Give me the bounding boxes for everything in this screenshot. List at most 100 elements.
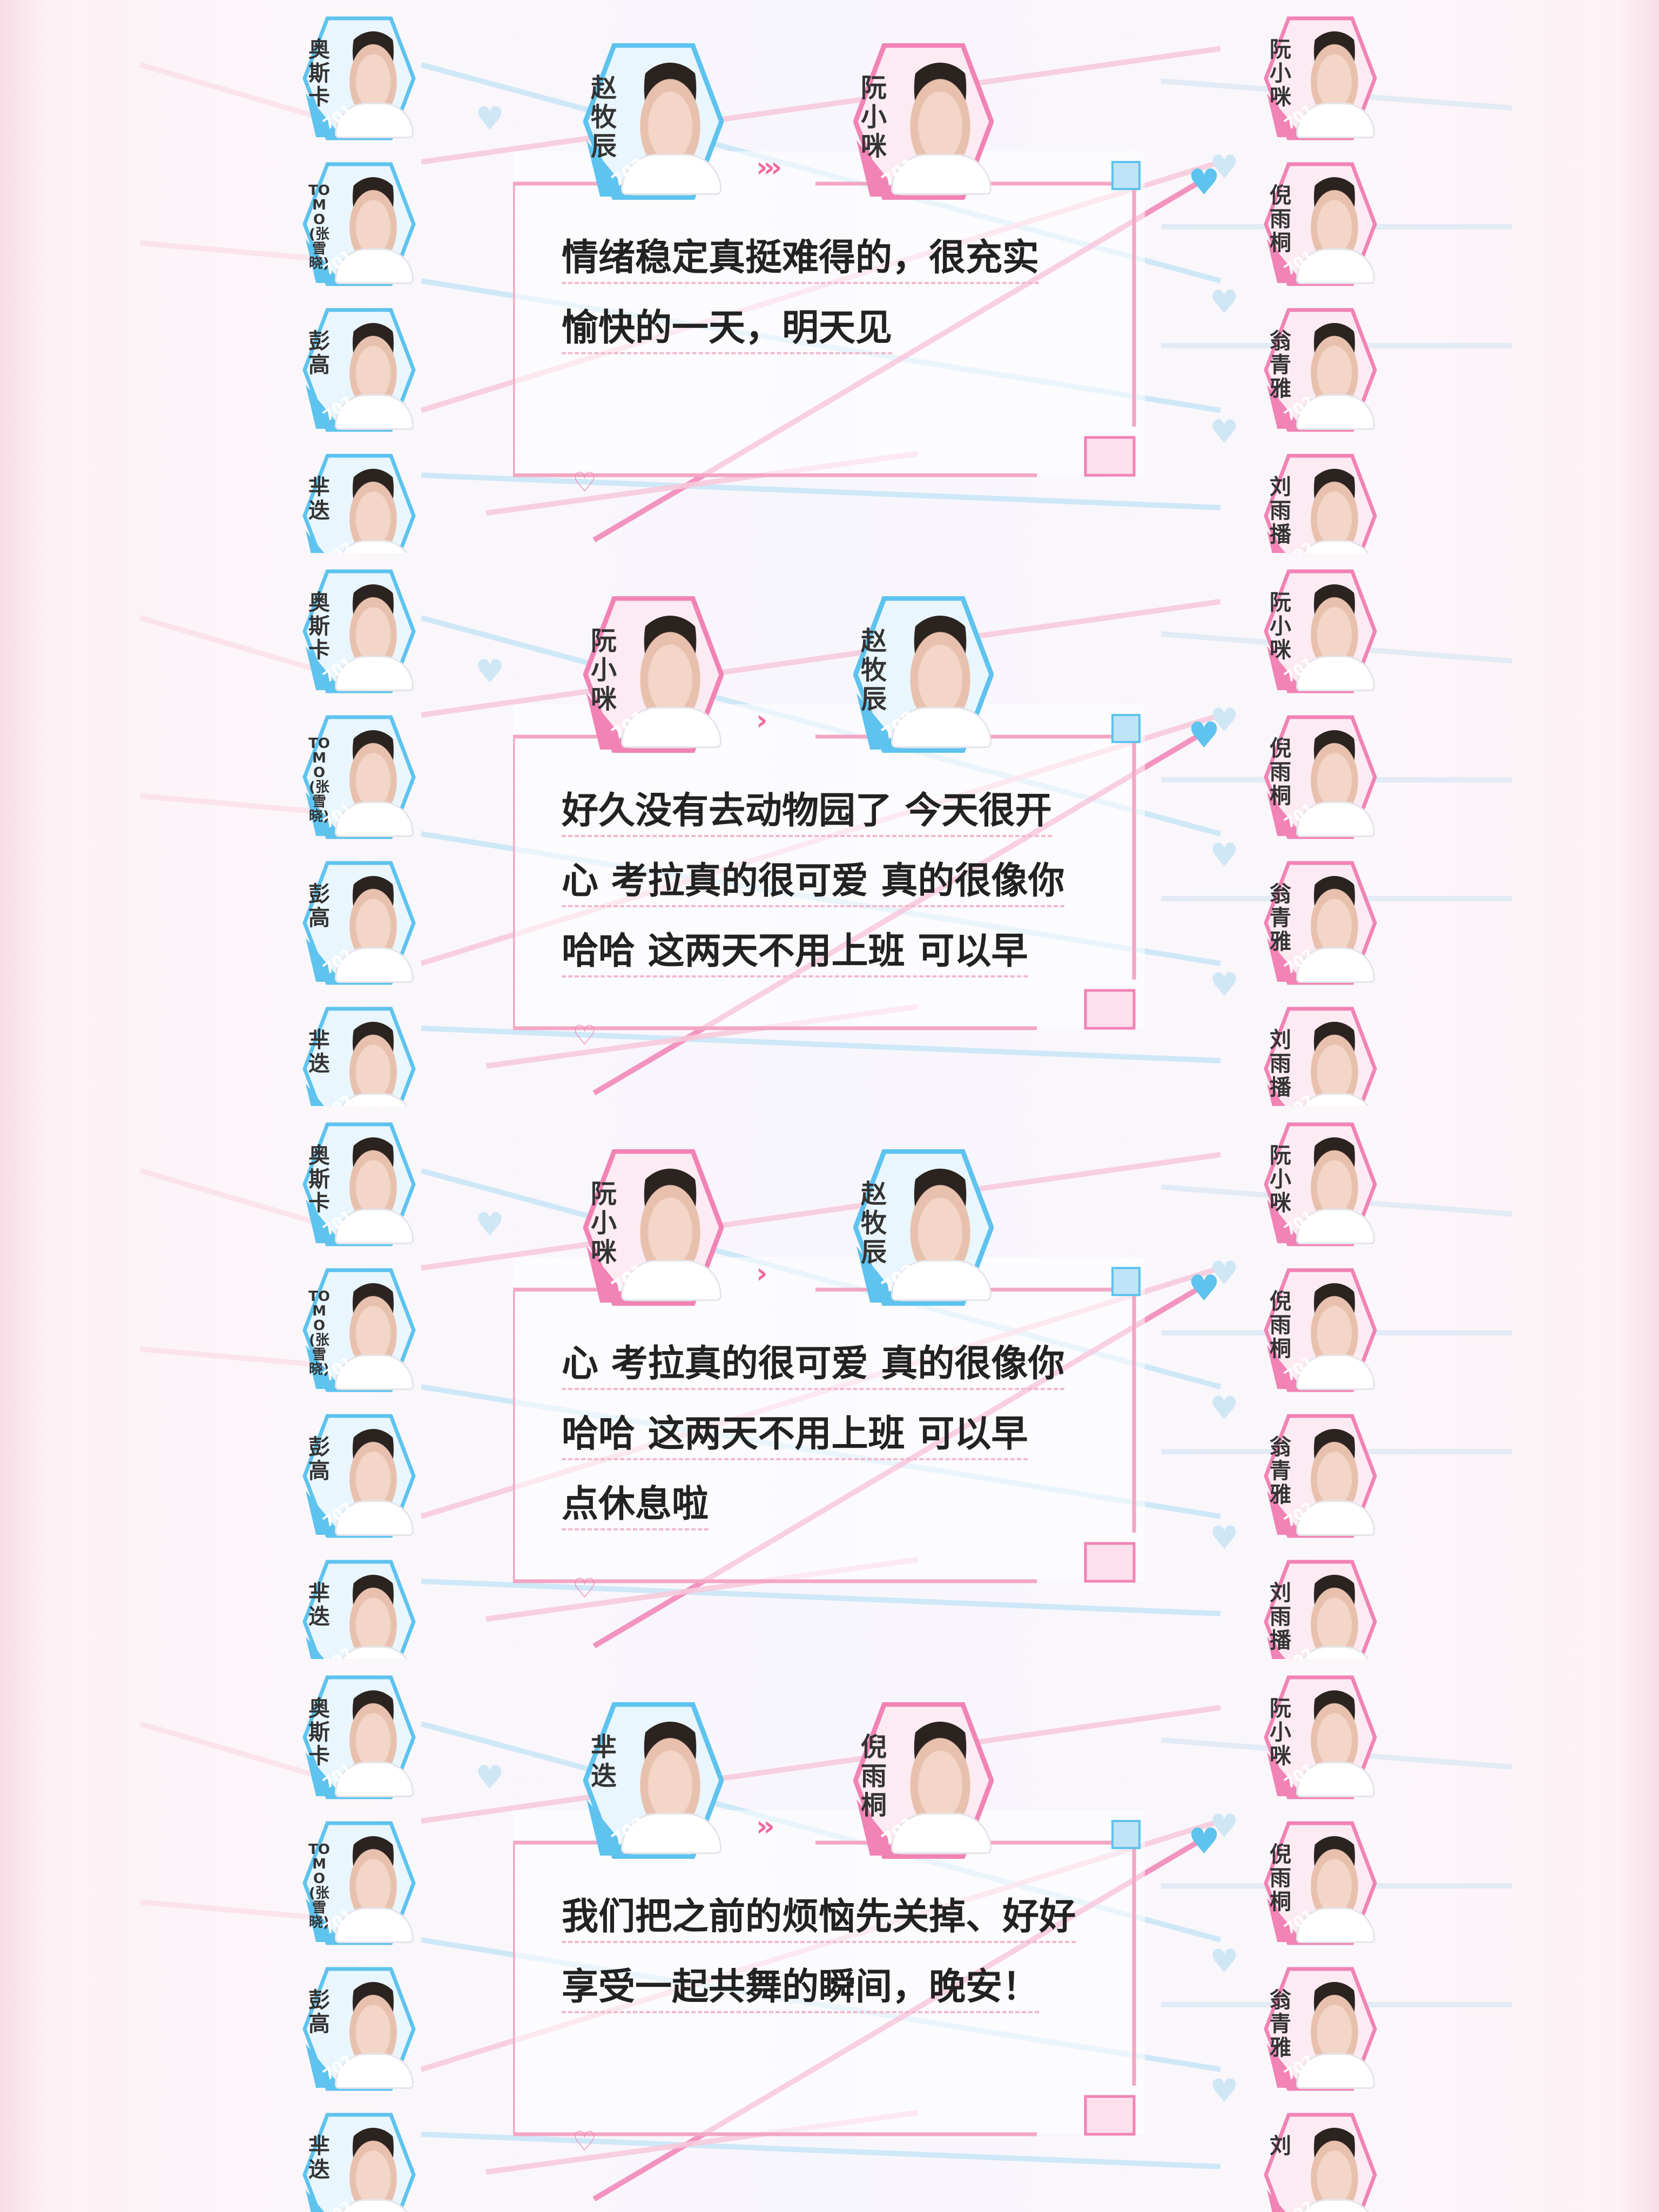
portrait-photo: [1303, 1022, 1366, 1103]
svg-text:♥: ♥: [1210, 966, 1239, 1004]
portrait-shirt: [1296, 947, 1375, 983]
female-contestant-avatar[interactable]: 刘雨播702: [1264, 1560, 1377, 1659]
portrait-photo: [630, 1722, 711, 1824]
portrait-shirt: [335, 947, 414, 983]
contestant-name: 翁青雅: [1270, 1988, 1291, 2060]
portrait-photo: [341, 1429, 405, 1510]
male-contestant-avatar[interactable]: TOMO(张雪晓)701: [302, 1268, 416, 1392]
portrait-shirt: [621, 707, 721, 748]
portrait-shirt: [1296, 801, 1375, 837]
svg-text:♥: ♥: [1210, 1943, 1239, 1980]
female-contestant-avatar[interactable]: 刘雨播702: [1264, 1007, 1377, 1106]
contestant-name: 赵牧辰: [860, 1179, 887, 1267]
portrait-shirt: [1296, 2053, 1375, 2089]
portrait-shirt: [621, 154, 721, 195]
svg-text:♥: ♥: [475, 1759, 504, 1797]
portrait-photo: [341, 1982, 405, 2063]
svg-text:♥: ♥: [1210, 2072, 1239, 2110]
portrait-photo: [341, 730, 405, 811]
contestant-name: TOMO(张雪晓): [308, 1842, 330, 1931]
portrait-shirt: [1296, 103, 1375, 138]
portrait-photo: [1303, 584, 1366, 665]
portrait-photo: [341, 1690, 405, 1771]
female-contestant-avatar[interactable]: 刘702: [1264, 2113, 1377, 2212]
svg-text:♡: ♡: [572, 2126, 597, 2157]
svg-text:♥: ♥: [1188, 161, 1220, 203]
portrait-photo: [341, 1283, 405, 1364]
portrait-shirt: [335, 1500, 414, 1536]
portrait-photo: [341, 2128, 405, 2209]
contestant-name: 刘雨播: [1270, 475, 1291, 547]
male-contestant-avatar[interactable]: TOMO(张雪晓)701: [302, 162, 416, 286]
portrait-photo: [341, 1137, 405, 1218]
portrait-photo: [341, 1575, 405, 1656]
contestant-name: 彭高: [308, 1435, 330, 1483]
contestant-name: 倪雨桐: [1270, 1842, 1291, 1914]
portrait-photo: [1303, 2128, 1366, 2209]
contestant-name: 芈迭: [308, 2134, 330, 2182]
contestant-name: 彭高: [308, 882, 330, 930]
portrait-photo: [1303, 876, 1366, 957]
contestant-name: 阮小咪: [1270, 1696, 1291, 1769]
contestant-name: 奥斯卡: [308, 37, 330, 110]
portrait-shirt: [1296, 1500, 1375, 1536]
portrait-photo: [341, 876, 405, 957]
contestant-name: 奥斯卡: [308, 1696, 330, 1769]
portrait-photo: [900, 616, 981, 718]
svg-text:♥: ♥: [1210, 1519, 1239, 1557]
contestant-name: 阮小咪: [860, 73, 887, 161]
male-contestant-avatar[interactable]: TOMO(张雪晓)701: [302, 1821, 416, 1945]
contestant-name: TOMO(张雪晓): [308, 183, 330, 272]
female-contestant-avatar[interactable]: 刘雨播702: [1264, 454, 1377, 553]
message-card: ♡好久没有去动物园了 今天很开心 考拉真的很可爱 真的很像你哈哈 这两天不用上班…: [513, 704, 1177, 1061]
message-card: ♡情绪稳定真挺难得的，很充实愉快的一天，明天见: [513, 151, 1177, 508]
contestant-name: 芈迭: [308, 1581, 330, 1629]
contestant-name: 翁青雅: [1270, 1435, 1291, 1507]
contestant-name: 刘: [1270, 2134, 1291, 2159]
male-contestant-avatar[interactable]: TOMO(张雪晓)701: [302, 715, 416, 839]
contestant-name: 倪雨桐: [860, 1732, 887, 1820]
portrait-photo: [630, 1169, 711, 1271]
portrait-photo: [341, 584, 405, 665]
portrait-photo: [1303, 1283, 1366, 1364]
contestant-name: 赵牧辰: [860, 626, 887, 714]
message-text-line: 哈哈 这两天不用上班 可以早: [562, 1414, 1028, 1460]
message-card-frame: ♡: [513, 151, 1145, 498]
screenshot-panel: ♥♥♥♥♥奥斯卡701TOMO(张雪晓)701彭高702芈迭702阮小咪701倪…: [0, 0, 1659, 553]
message-text-line: 愉快的一天，明天见: [562, 308, 893, 354]
portrait-shirt: [335, 1209, 414, 1244]
